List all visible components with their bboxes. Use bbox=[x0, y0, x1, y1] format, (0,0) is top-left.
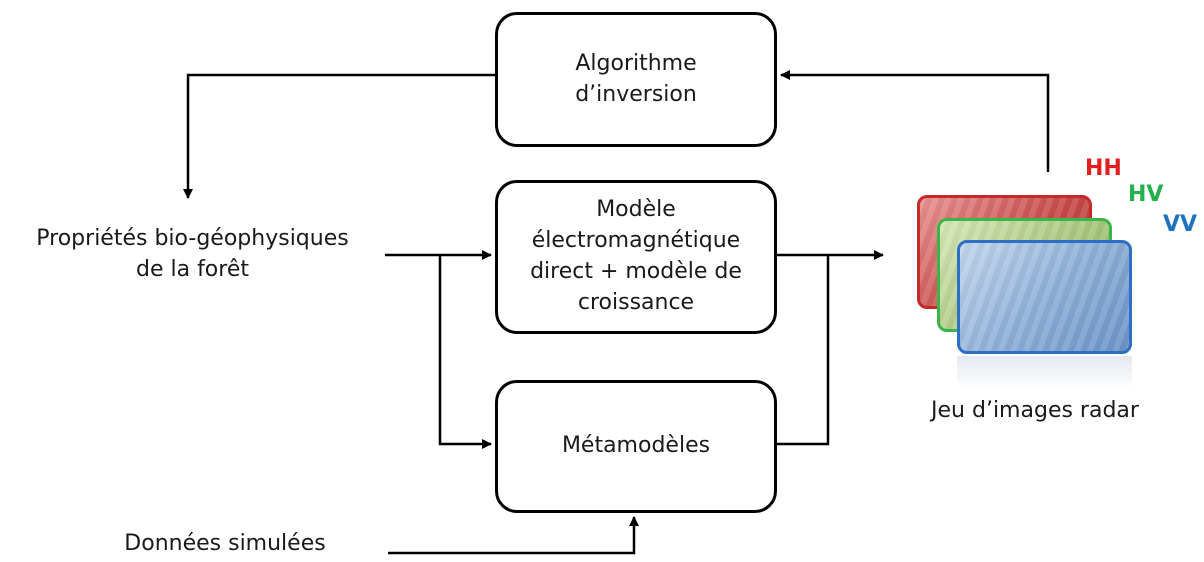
radar-set-label: Jeu d’images radar bbox=[931, 398, 1139, 423]
forest-properties-label: Propriétés bio-géophysiques de la forêt bbox=[0, 224, 385, 286]
simulated-data-label: Données simulées bbox=[124, 531, 326, 556]
connector-meta-to-output bbox=[777, 255, 830, 446]
radar-image-reflection bbox=[957, 356, 1132, 390]
inversion-box-line: Algorithme bbox=[575, 50, 697, 76]
model-box-line: électromagnétique bbox=[531, 228, 741, 254]
inversion-box-line: d’inversion bbox=[575, 81, 697, 107]
arrow-radar-to-inversion bbox=[780, 70, 1050, 172]
polarization-hh-label: HH bbox=[1085, 156, 1122, 181]
polarization-hv-label: HV bbox=[1128, 182, 1164, 207]
properties-line: de la forêt bbox=[135, 256, 249, 282]
model-box-line: Modèle bbox=[596, 197, 676, 223]
radar-image-vv bbox=[957, 240, 1132, 354]
metamodels-box: Métamodèles bbox=[495, 380, 777, 513]
electromagnetic-model-box: Modèle électromagnétique direct + modèle… bbox=[495, 180, 777, 334]
arrow-inversion-to-properties bbox=[183, 73, 495, 199]
properties-line: Propriétés bio-géophysiques bbox=[36, 226, 349, 251]
inversion-algorithm-box: Algorithme d’inversion bbox=[495, 12, 777, 147]
meta-box-line: Métamodèles bbox=[561, 433, 711, 459]
arrow-simulated-to-meta bbox=[388, 516, 639, 555]
polarization-vv-label: VV bbox=[1163, 212, 1198, 237]
model-box-line: direct + modèle de bbox=[530, 259, 742, 284]
model-box-line: croissance bbox=[577, 289, 695, 315]
arrow-properties-to-meta bbox=[438, 255, 492, 449]
